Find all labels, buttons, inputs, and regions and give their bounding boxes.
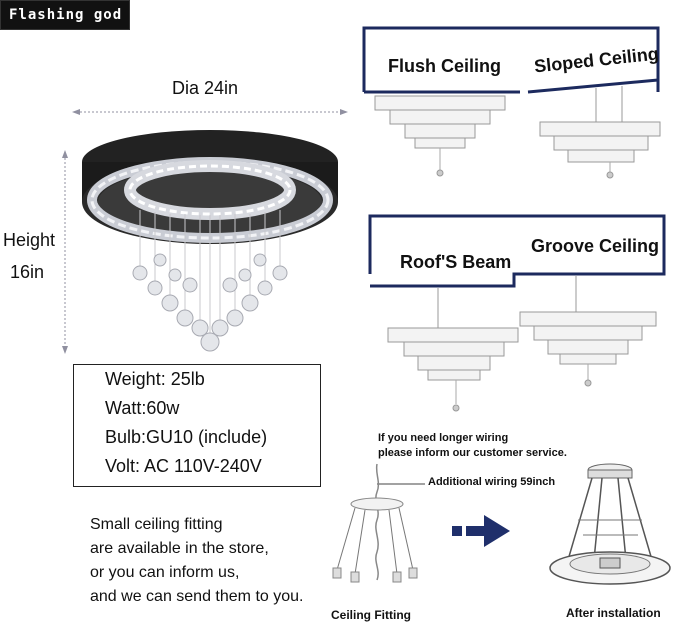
brand-logo: Flashing god bbox=[0, 0, 130, 30]
fitting-note-line-1: Small ceiling fitting bbox=[90, 516, 223, 533]
diameter-label: Dia 24in bbox=[172, 78, 239, 98]
label-flush-ceiling: Flush Ceiling bbox=[388, 56, 502, 76]
fitting-note-line-3: or you can inform us, bbox=[90, 564, 240, 581]
wiring-note-line-1: If you need longer wiring bbox=[378, 432, 509, 444]
spec-volt: Volt: AC 110V-240V bbox=[105, 456, 262, 476]
wiring-note-line-2: please inform our customer service. bbox=[378, 447, 567, 459]
chandelier-product-illustration bbox=[62, 109, 348, 354]
ceiling-fitting-illustration bbox=[332, 463, 425, 583]
arrow-right-icon bbox=[452, 515, 510, 547]
ceiling-fitting-label: Ceiling Fitting bbox=[331, 608, 411, 622]
spec-box: Weight: 25lb Watt:60w Bulb:GU10 (include… bbox=[73, 364, 321, 487]
after-installation-label: After installation bbox=[566, 606, 661, 620]
after-installation-illustration bbox=[549, 463, 671, 585]
label-groove-ceiling: Groove Ceiling bbox=[531, 236, 660, 256]
additional-wiring-label: Additional wiring 59inch bbox=[428, 476, 556, 488]
spec-weight: Weight: 25lb bbox=[105, 369, 205, 389]
spec-bulb: Bulb:GU10 (include) bbox=[105, 427, 268, 447]
spec-watt: Watt:60w bbox=[105, 398, 180, 418]
fitting-note-line-2: are available in the store, bbox=[90, 540, 269, 557]
fitting-note-line-4: and we can send them to you. bbox=[90, 588, 304, 605]
beam-groove-ceiling-diagram bbox=[368, 214, 666, 412]
flush-sloped-ceiling-diagram bbox=[362, 26, 661, 179]
height-value: 16in bbox=[10, 262, 45, 282]
label-roof-beam: Roof'S Beam bbox=[400, 252, 512, 272]
height-label: Height bbox=[3, 230, 56, 250]
